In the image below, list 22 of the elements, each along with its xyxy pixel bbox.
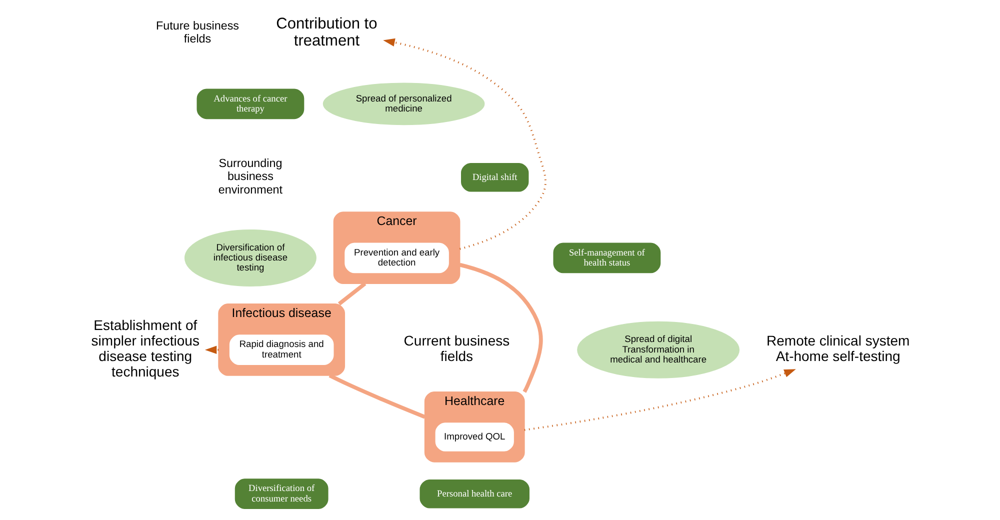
label: Future business fields xyxy=(156,19,238,46)
label: Current business fields xyxy=(403,332,510,364)
node-ellipse: Spread of digital Transformation in medical and healthcare xyxy=(576,321,740,378)
node-box: Self-management of health status xyxy=(552,242,660,274)
connector xyxy=(337,282,366,306)
node-box: Improved QOL xyxy=(434,422,514,452)
node-box: Diversification of consumer needs xyxy=(234,478,328,510)
label: Surrounding business environment xyxy=(218,156,282,196)
node-box: Prevention and early detection xyxy=(344,242,448,274)
connector xyxy=(328,374,426,419)
node-box: Rapid diagnosis and treatment xyxy=(228,334,334,366)
connector xyxy=(458,262,542,393)
node-box: Personal health care xyxy=(419,479,529,508)
node-ellipse: Spread of personalized medicine xyxy=(322,82,484,126)
node-text: Remote clinical system At-home self-testing xyxy=(766,332,910,364)
node-text: Establishment of simpler infectious disease testing techniques xyxy=(90,316,199,380)
node-ellipse: Diversification of infectious disease testing xyxy=(184,229,316,286)
node-box: Advances of cancer therapy xyxy=(196,88,304,120)
node-text: Contribution to treatment xyxy=(276,15,377,50)
arrow xyxy=(524,369,796,431)
arrow xyxy=(382,38,546,250)
node-box: Digital shift xyxy=(460,162,528,192)
